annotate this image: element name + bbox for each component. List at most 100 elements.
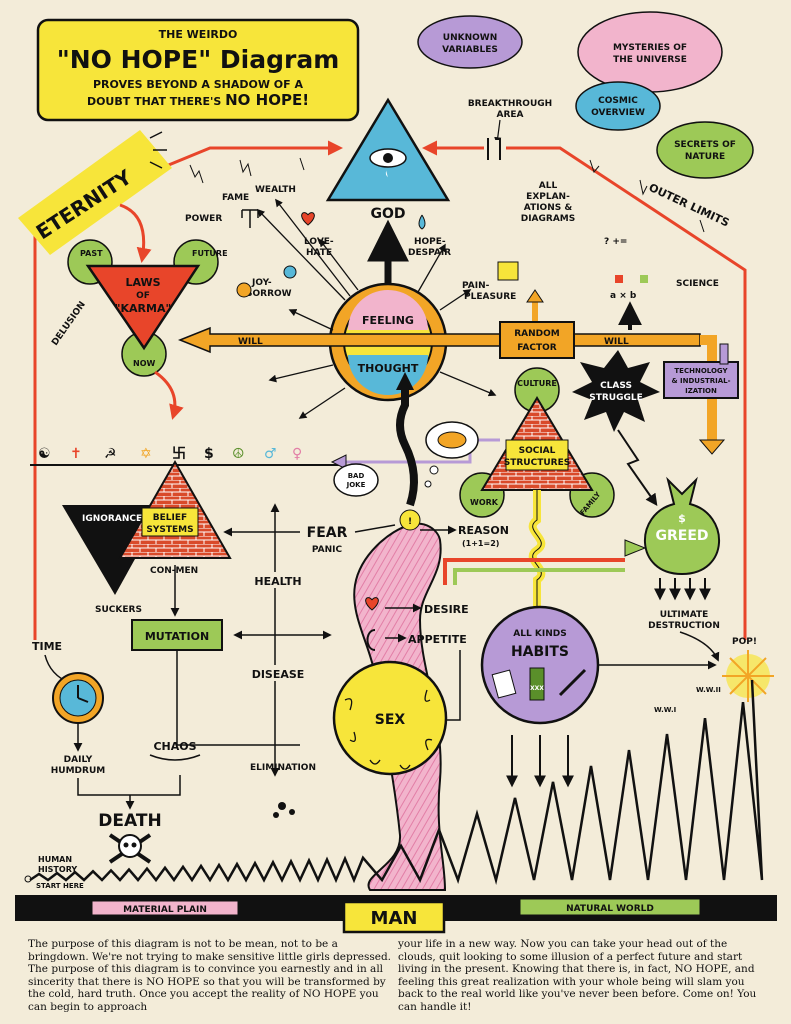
science-label: SCIENCE <box>676 279 719 289</box>
fear-label: FEAR <box>307 525 348 541</box>
will-left-label: WILL <box>238 337 263 347</box>
svg-text:HISTORY: HISTORY <box>38 865 77 874</box>
svg-text:DESPAIR: DESPAIR <box>408 248 451 258</box>
svg-text:STRUCTURES: STRUCTURES <box>504 458 570 468</box>
svg-text:VARIABLES: VARIABLES <box>442 45 498 55</box>
svg-text:BAD: BAD <box>348 472 365 480</box>
symbol-peace: ☮ <box>232 446 245 462</box>
appetite-label: APPETITE <box>408 633 467 646</box>
fame-label: FAME <box>222 193 249 203</box>
future-label: FUTURE <box>192 249 228 258</box>
svg-text:SOCIAL: SOCIAL <box>519 446 556 456</box>
svg-text:ALL KINDS: ALL KINDS <box>513 629 566 639</box>
symbol-hammer-sickle: ☭ <box>104 446 117 462</box>
outer-limits-label: OUTER LIMITS <box>647 181 732 230</box>
delusion-label: DELUSION <box>50 300 88 348</box>
habits-circle: ALL KINDS HABITS XXX <box>480 605 600 725</box>
svg-text:NATURE: NATURE <box>685 152 725 162</box>
svg-text:EXPLAN-: EXPLAN- <box>526 192 570 202</box>
material-plain-label: MATERIAL PLAIN <box>123 905 207 915</box>
svg-text:FACTOR: FACTOR <box>517 343 556 353</box>
footer-text-right: your life in a new way. Now you can take… <box>398 938 757 1013</box>
start-here-label: START HERE <box>36 882 84 890</box>
svg-text:MUTATION: MUTATION <box>145 630 209 643</box>
culture-label: CULTURE <box>517 379 557 388</box>
love-hate-label: LOVE- <box>304 237 334 247</box>
symbol-dollar: $ <box>204 446 214 462</box>
daily-humdrum-label: DAILY <box>64 755 93 765</box>
title-prefix: THE WEIRDO <box>159 28 238 41</box>
svg-text:& INDUSTRIAL-: & INDUSTRIAL- <box>671 377 730 385</box>
greed-money-bag: GREED $ <box>643 476 721 576</box>
belief-systems-pyramid: IGNORANCE BELIEF SYSTEMS <box>62 459 232 595</box>
hope-despair-label: HOPE- <box>414 237 446 247</box>
skull-crossbones-icon <box>108 833 152 864</box>
svg-text:HABITS: HABITS <box>511 644 569 660</box>
svg-text:ALL: ALL <box>539 181 558 191</box>
svg-text:HATE: HATE <box>306 248 332 258</box>
svg-text:SYSTEMS: SYSTEMS <box>146 525 193 535</box>
past-label: PAST <box>80 249 103 258</box>
chaos-label: CHAOS <box>153 740 196 753</box>
death-label: DEATH <box>98 811 161 831</box>
man-label: MAN <box>371 908 418 929</box>
title-box: THE WEIRDO "NO HOPE" Diagram PROVES BEYO… <box>36 18 360 122</box>
laws-of-karma: LAWS OF "KARMA" PAST FUTURE NOW <box>67 239 228 377</box>
elimination-label: ELIMINATION <box>250 763 316 773</box>
feeling-rays <box>256 198 497 419</box>
will-right-label: WILL <box>604 337 629 347</box>
human-history-label: HUMAN <box>38 855 72 864</box>
svg-text:HUMDRUM: HUMDRUM <box>51 766 106 776</box>
wealth-label: WEALTH <box>255 185 296 195</box>
science-formulas: ? += a × b SCIENCE <box>604 237 719 330</box>
mutation-box: MUTATION <box>131 619 223 651</box>
svg-text:ATIONS &: ATIONS & <box>524 203 573 213</box>
disease-label: DISEASE <box>252 668 305 681</box>
now-label: NOW <box>133 359 155 368</box>
god-label: GOD <box>370 206 405 222</box>
title-line2: DOUBT THAT THERE'S NO HOPE! <box>87 91 309 109</box>
symbol-swastika: 卐 <box>172 446 186 462</box>
desire-label: DESIRE <box>424 603 469 616</box>
symbol-yinyang: ☯ <box>38 446 51 462</box>
breakthrough-label: BREAKTHROUGH <box>468 99 552 109</box>
svg-text:a × b: a × b <box>610 291 637 301</box>
svg-text:$: $ <box>678 512 686 525</box>
symbol-cross: ✝ <box>70 446 82 462</box>
cloud-mysteries: MYSTERIES OF THE UNIVERSE <box>577 11 723 93</box>
symbol-female: ♀ <box>292 446 302 462</box>
svg-text:RANDOM: RANDOM <box>514 329 560 339</box>
svg-text:"KARMA": "KARMA" <box>115 302 171 315</box>
svg-text:STRUGGLE: STRUGGLE <box>589 393 643 403</box>
cloud-cosmic-overview: COSMIC OVERVIEW <box>575 81 661 131</box>
sex-circle: SEX <box>332 660 448 776</box>
svg-text:!: ! <box>408 517 412 527</box>
svg-text:CLASS: CLASS <box>600 381 632 391</box>
clock-icon <box>52 672 104 724</box>
con-men-label: CON-MEN <box>150 566 198 576</box>
cloud-secrets-of-nature: SECRETS OF NATURE <box>656 121 754 179</box>
svg-text:MYSTERIES OF: MYSTERIES OF <box>613 43 687 53</box>
power-label: POWER <box>185 214 222 224</box>
explanations-label: ALL EXPLAN- ATIONS & DIAGRAMS <box>521 181 576 224</box>
pop-explosion: POP! <box>722 637 774 702</box>
svg-text:OF: OF <box>136 291 150 301</box>
social-structures-pyramid: SOCIAL STRUCTURES CULTURE WORK FAMILY <box>459 367 615 518</box>
natural-world-label: NATURAL WORLD <box>566 904 654 914</box>
joy-sorrow-label: JOY- <box>251 278 272 288</box>
cloud-unknown-variables: UNKNOWN VARIABLES <box>417 15 523 69</box>
title-main: "NO HOPE" Diagram <box>57 45 340 74</box>
random-factor-box: RANDOM FACTOR <box>499 289 575 359</box>
pain-pleasure-label: PAIN- <box>462 281 490 291</box>
svg-text:SECRETS OF: SECRETS OF <box>674 140 736 150</box>
reason-label: REASON <box>458 524 509 537</box>
ultimate-destruction-label: ULTIMATE <box>660 610 709 620</box>
health-label: HEALTH <box>254 575 301 588</box>
svg-text:OVERVIEW: OVERVIEW <box>591 108 645 118</box>
svg-text:PLEASURE: PLEASURE <box>464 292 516 302</box>
thought-label: THOUGHT <box>358 362 419 375</box>
svg-text:BELIEF: BELIEF <box>153 513 187 523</box>
feeling-label: FEELING <box>362 314 414 327</box>
time-label: TIME <box>32 640 62 653</box>
